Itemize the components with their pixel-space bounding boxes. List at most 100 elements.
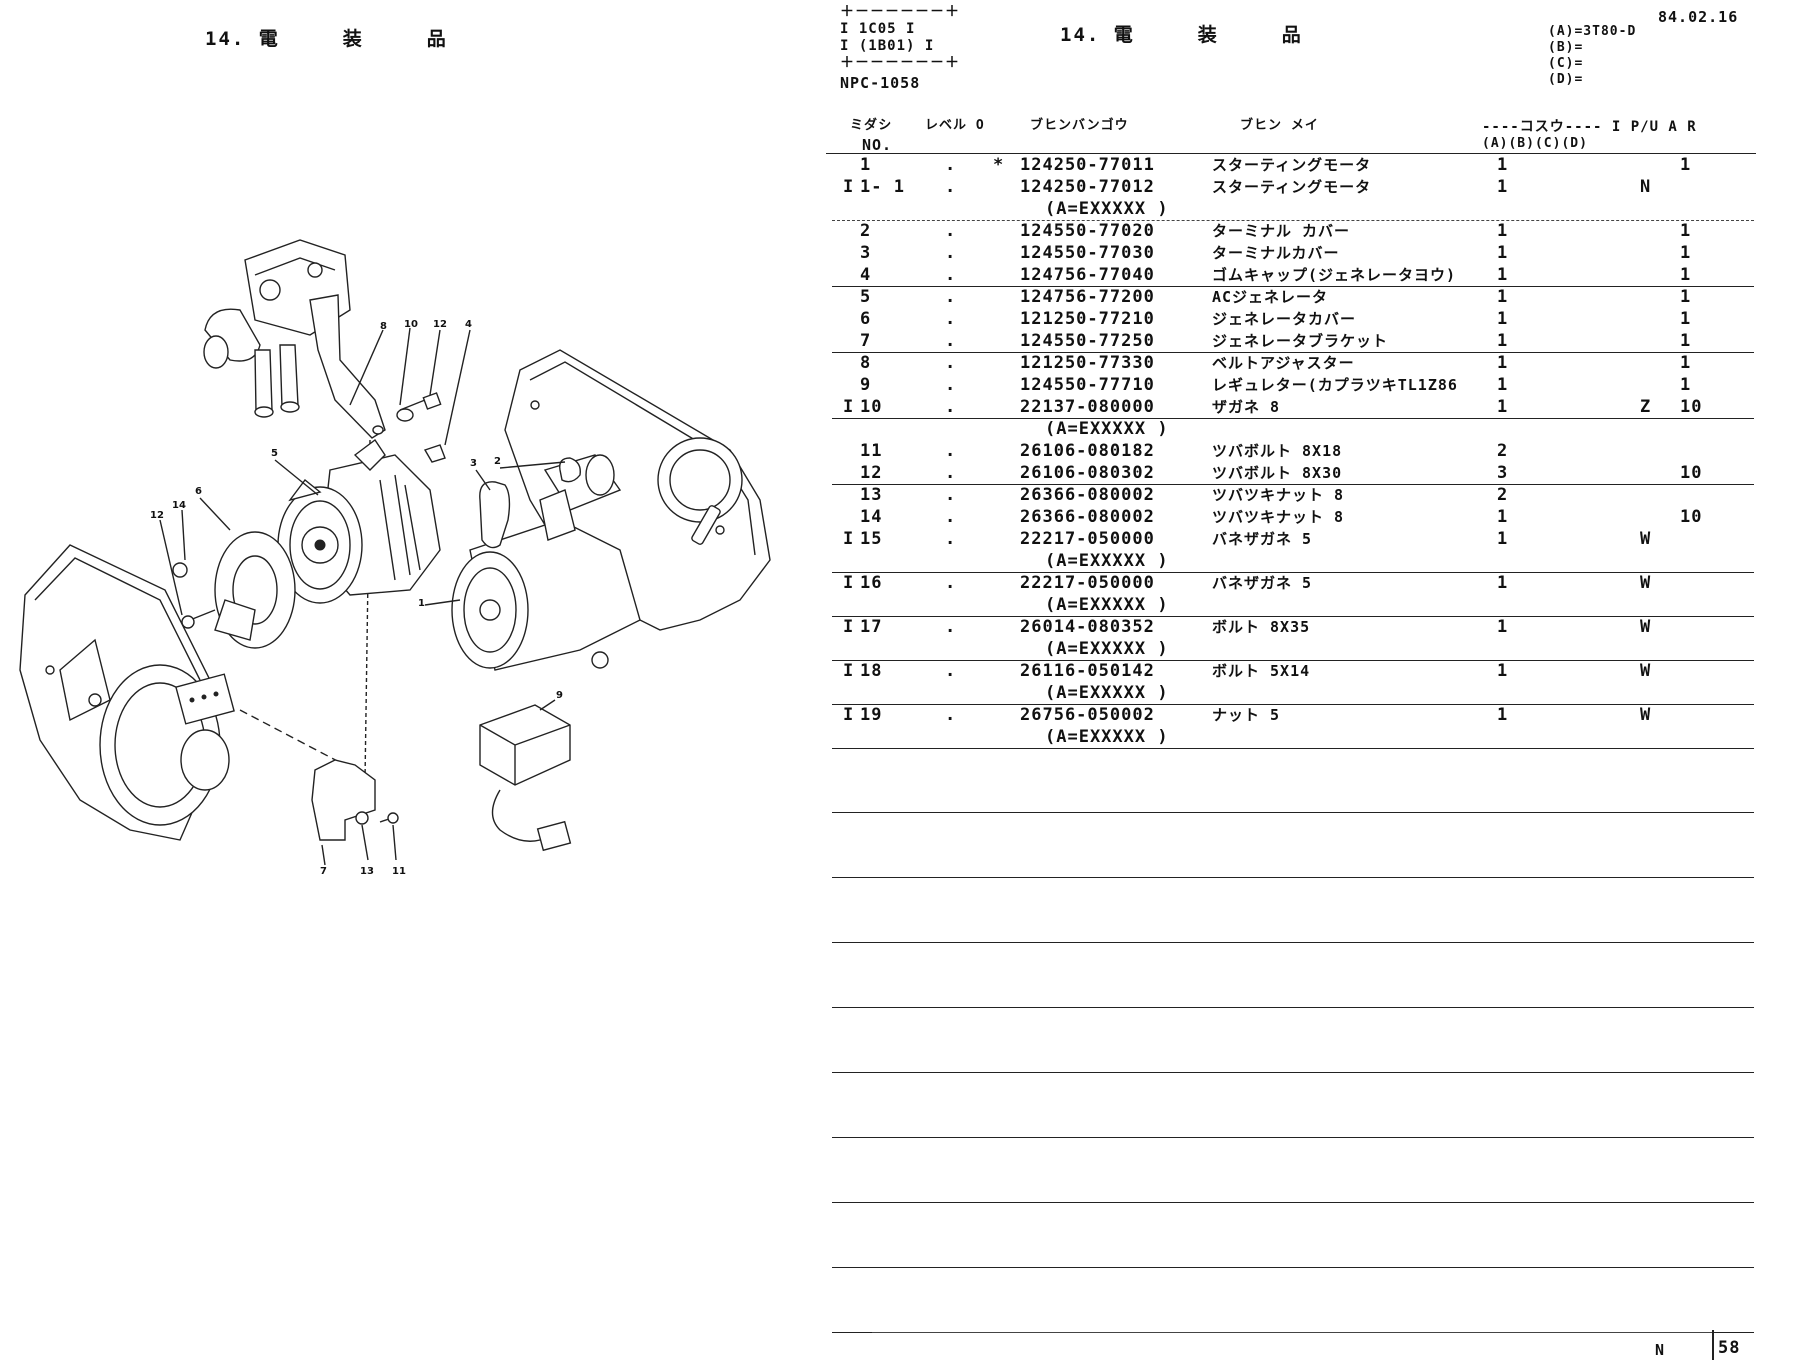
row-pu: 1 [1680,221,1692,241]
row-part-name: レギュレター(カプラツキTL1Z86 [1212,376,1458,394]
row-index-no: 12 [860,463,883,483]
row-part-name: ジェネレータブラケット [1212,332,1389,350]
row-level: . [945,243,957,263]
row-pu: 1 [1680,155,1692,175]
blank-rule [832,1007,1754,1008]
row-level: . [945,155,957,175]
blank-rule [832,942,1754,943]
row-pu: 1 [1680,309,1692,329]
row-quantity: 1 [1497,287,1509,307]
row-indicator: W [1640,617,1652,637]
row-part-name: ボルト 8X35 [1212,618,1311,636]
row-index-no: 9 [860,375,872,395]
row-level: . [945,287,957,307]
right-page-title: 14. 電 装 品 [1060,24,1303,46]
col-header-qty-models: (A)(B)(C)(D) [1482,136,1588,151]
callout-1: 1 [418,598,425,609]
row-index-no: 11 [860,441,883,461]
model-c: (C)= [1548,56,1584,71]
row-quantity: 1 [1497,331,1509,351]
row-index-no: 3 [860,243,872,263]
row-indicator: W [1640,529,1652,549]
regulator-drawing [479,704,572,852]
callout-13: 13 [360,866,374,877]
row-level: . [945,221,957,241]
callout-8: 8 [380,321,387,332]
row-index-no: 18 [860,661,883,681]
row-part-number: 22137-080000 [1020,397,1155,417]
callout-14: 14 [172,500,186,511]
row-flag: I [843,661,855,681]
header-rule [826,153,1756,154]
row-part-number: 26014-080352 [1020,617,1155,637]
callout-10: 10 [404,319,418,330]
row-part-number: (A=EXXXXX ) [1045,727,1169,747]
row-part-number: (A=EXXXXX ) [1045,419,1169,439]
row-indicator: W [1640,705,1652,725]
row-part-number: 124550-77020 [1020,221,1155,241]
row-part-name: ナット 5 [1212,706,1281,724]
row-index-no: 7 [860,331,872,351]
footer-rule [872,1332,1712,1333]
callout-6: 6 [195,486,202,497]
row-index-no: 14 [860,507,883,527]
col-header-part-name: ブヒン メイ [1240,118,1319,133]
row-part-number: 26116-050142 [1020,661,1155,681]
gear-case-drawing [19,544,235,841]
col-header-no: NO. [862,136,893,154]
row-part-number: 124550-77030 [1020,243,1155,263]
row-flag: I [843,617,855,637]
row-separator [832,572,1754,573]
row-separator [832,704,1754,705]
row-quantity: 1 [1497,375,1509,395]
row-part-name: ターミナル カバー [1212,222,1351,240]
row-level: . [945,507,957,527]
row-separator [832,352,1754,353]
generator-bracket-drawing [311,759,399,841]
header-box-subcode: I (1B01) I [840,38,935,54]
row-level: . [945,265,957,285]
footer-divider [1712,1330,1714,1360]
row-part-name: バネザガネ 5 [1212,530,1313,548]
row-flag: I [843,573,855,593]
row-flag: I [843,177,855,197]
row-level: . [945,485,957,505]
row-part-name: ボルト 5X14 [1212,662,1311,680]
row-pu: 1 [1680,331,1692,351]
blank-rule [832,1267,1754,1268]
row-quantity: 1 [1497,573,1509,593]
row-part-name: ツバボルト 8X18 [1212,442,1343,460]
row-index-no: 6 [860,309,872,329]
row-pu: 1 [1680,243,1692,263]
row-quantity: 1 [1497,507,1509,527]
pump-housing-drawing [203,239,386,439]
row-quantity: 1 [1497,397,1509,417]
callout-12b: 12 [150,510,164,521]
row-separator [832,616,1754,617]
col-header-level: レベル O [925,118,985,133]
page-number: 58 [1718,1338,1741,1358]
row-index-no: 10 [860,397,883,417]
row-part-name: バネザガネ 5 [1212,574,1313,592]
col-header-index: ミダシ [850,118,893,133]
row-quantity: 1 [1497,177,1509,197]
row-quantity: 1 [1497,529,1509,549]
row-indicator: W [1640,661,1652,681]
row-part-number: (A=EXXXXX ) [1045,639,1169,659]
row-quantity: 1 [1497,155,1509,175]
row-star: * [993,155,1005,175]
exploded-parts-diagram [19,239,771,866]
row-part-name: ゴムキャップ(ジェネレータヨウ) [1212,266,1457,284]
row-part-number: (A=EXXXXX ) [1045,683,1169,703]
row-level: . [945,617,957,637]
row-level: . [945,573,957,593]
row-index-no: 19 [860,705,883,725]
row-part-number: 22217-050000 [1020,573,1155,593]
row-level: . [945,463,957,483]
header-date: 84.02.16 [1658,8,1739,26]
row-level: . [945,177,957,197]
row-quantity: 2 [1497,441,1509,461]
row-part-number: 124550-77710 [1020,375,1155,395]
row-flag: I [843,529,855,549]
col-header-qty: ----コスウ---- I P/U A R [1482,119,1697,135]
